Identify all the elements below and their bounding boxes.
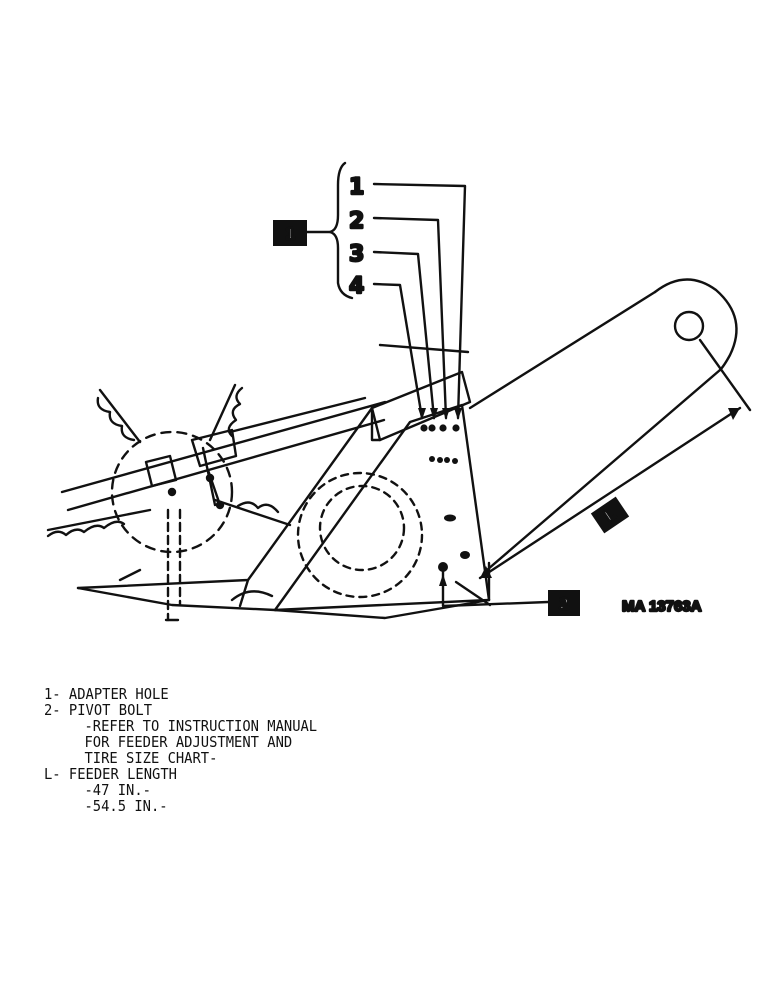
legend-item-2-note: FOR FEEDER ADJUSTMENT AND [84, 733, 293, 751]
callout-box-2-label: 2 [559, 595, 569, 613]
pivot-bolt [438, 562, 448, 572]
callout-box-2 [548, 590, 580, 616]
callout-1 [273, 161, 467, 420]
legend-item-L-value: -54.5 IN.- [84, 797, 168, 815]
plate-holes [420, 424, 470, 572]
legend-item-2-note: TIRE SIZE CHART- [84, 749, 218, 767]
pivot-head-hole [673, 310, 705, 342]
dimension-L [478, 338, 752, 580]
hole-number-1: 1 [349, 175, 364, 200]
hole-number-3: 3 [349, 242, 364, 267]
legend-item-2-note: -REFER TO INSTRUCTION MANUAL [84, 717, 318, 735]
callout-box-1-label: 1 [285, 225, 295, 243]
callout-box-1 [273, 220, 307, 246]
hole-number-4: 4 [349, 274, 364, 299]
legend-item-1: 1- ADAPTER HOLE [44, 685, 169, 703]
wheel-outline [296, 471, 424, 599]
legend: 1- ADAPTER HOLE 2- PIVOT BOLT -REFER TO … [44, 686, 504, 814]
hole-number-2: 2 [349, 209, 364, 234]
legend-item-2: 2- PIVOT BOLT [44, 701, 153, 719]
legend-item-L-value: -47 IN.- [84, 781, 151, 799]
callout-box-L [590, 496, 630, 534]
reel-assembly [46, 383, 387, 622]
figure-reference: MA 13763A [622, 598, 702, 615]
feeder-housing [468, 278, 738, 602]
callout-2 [439, 568, 580, 616]
legend-item-L: L- FEEDER LENGTH [44, 765, 177, 783]
